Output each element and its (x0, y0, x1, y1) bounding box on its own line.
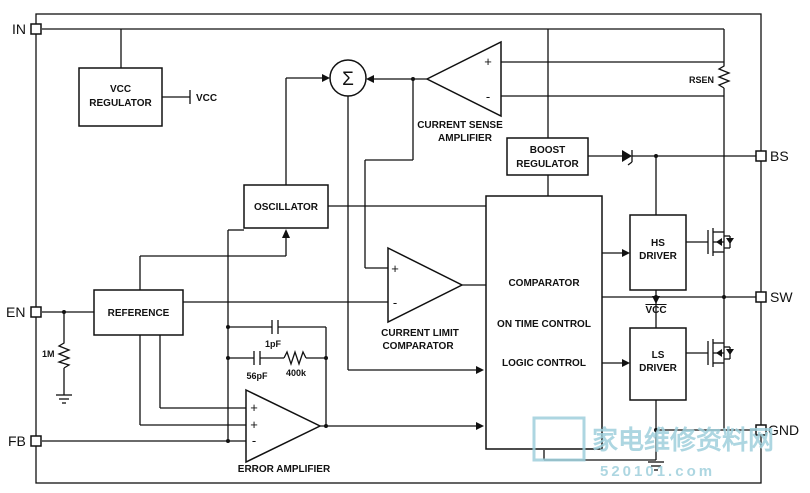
control-label-comparator: COMPARATOR (508, 278, 580, 289)
ea-minus: - (252, 433, 256, 448)
cl-comp-label-2: COMPARATOR (382, 341, 454, 352)
watermark-logo-icon (532, 416, 586, 462)
vcc-node-label: VCC (645, 305, 666, 316)
ls-driver-label-1: LS (652, 350, 665, 361)
hs-driver-label-2: DRIVER (639, 251, 678, 262)
reference-label: REFERENCE (108, 308, 170, 319)
pin-bs-terminal (755, 150, 767, 162)
boost-regulator-block (506, 137, 589, 176)
cl-comp-label-1: CURRENT LIMIT (381, 328, 459, 339)
control-block (485, 195, 603, 450)
resistor-1m (57, 340, 71, 369)
ls-driver-block (629, 327, 687, 401)
resistor-1m-label: 1M (42, 349, 55, 359)
vcc-regulator-block (78, 67, 163, 127)
oscillator-label: OSCILLATOR (254, 202, 319, 213)
high-side-mosfet (707, 228, 734, 256)
oscillator-block (243, 184, 329, 229)
cs-amp-plus: + (484, 54, 492, 69)
watermark: 家电维修资料网 520101.com (532, 416, 774, 480)
control-label-logic: LOGIC CONTROL (502, 358, 586, 369)
pin-fb-terminal (30, 435, 42, 447)
summing-symbol: Σ (342, 69, 354, 90)
cl-comp-plus: + (391, 261, 399, 276)
boost-regulator-label-1: BOOST (530, 145, 566, 156)
pin-sw-terminal (755, 291, 767, 303)
pin-bs-label: BS (770, 148, 789, 164)
ea-plus-2: + (250, 417, 258, 432)
cs-amp-label-2: AMPLIFIER (438, 133, 493, 144)
reference-block (93, 289, 184, 336)
pin-gnd-terminal (755, 424, 767, 436)
pin-fb-label: FB (8, 433, 26, 449)
cs-amp-minus: - (486, 89, 490, 104)
vcc-regulator-label-1: VCC (110, 84, 131, 95)
cl-comp-minus: - (393, 295, 397, 310)
summing-junction (329, 59, 367, 97)
chip-outline (35, 13, 762, 484)
pin-en-label: EN (6, 304, 25, 320)
current-sense-amplifier (425, 40, 502, 118)
wiring (42, 28, 756, 471)
control-label-on-time: ON TIME CONTROL (497, 319, 591, 330)
ea-plus-1: + (250, 400, 258, 415)
error-amplifier (245, 388, 322, 464)
rsen-resistor (717, 62, 731, 89)
watermark-text: 家电维修资料网 (592, 425, 774, 455)
watermark-url: 520101.com (600, 463, 715, 480)
boost-regulator-label-2: REGULATOR (516, 159, 579, 170)
pin-en-terminal (30, 306, 42, 318)
hs-driver-label-1: HS (651, 238, 665, 249)
cap-1pf-label: 1pF (265, 339, 282, 349)
vcc-regulator-label-2: REGULATOR (89, 98, 152, 109)
rsen-label: RSEN (689, 75, 714, 85)
res-400k-label: 400k (286, 368, 307, 378)
cs-amp-label-1: CURRENT SENSE (417, 120, 503, 131)
current-limit-comparator (387, 246, 464, 324)
vcc-output-label: VCC (196, 93, 217, 104)
pin-gnd-label: GND (768, 422, 799, 438)
error-amplifier-label: ERROR AMPLIFIER (238, 464, 331, 475)
hs-driver-block (629, 214, 687, 291)
cap-56pf-label: 56pF (246, 371, 268, 381)
low-side-mosfet (707, 339, 734, 367)
pin-in-terminal (30, 23, 42, 35)
pin-in-label: IN (12, 21, 26, 37)
ls-driver-label-2: DRIVER (639, 363, 678, 374)
pin-sw-label: SW (770, 289, 793, 305)
